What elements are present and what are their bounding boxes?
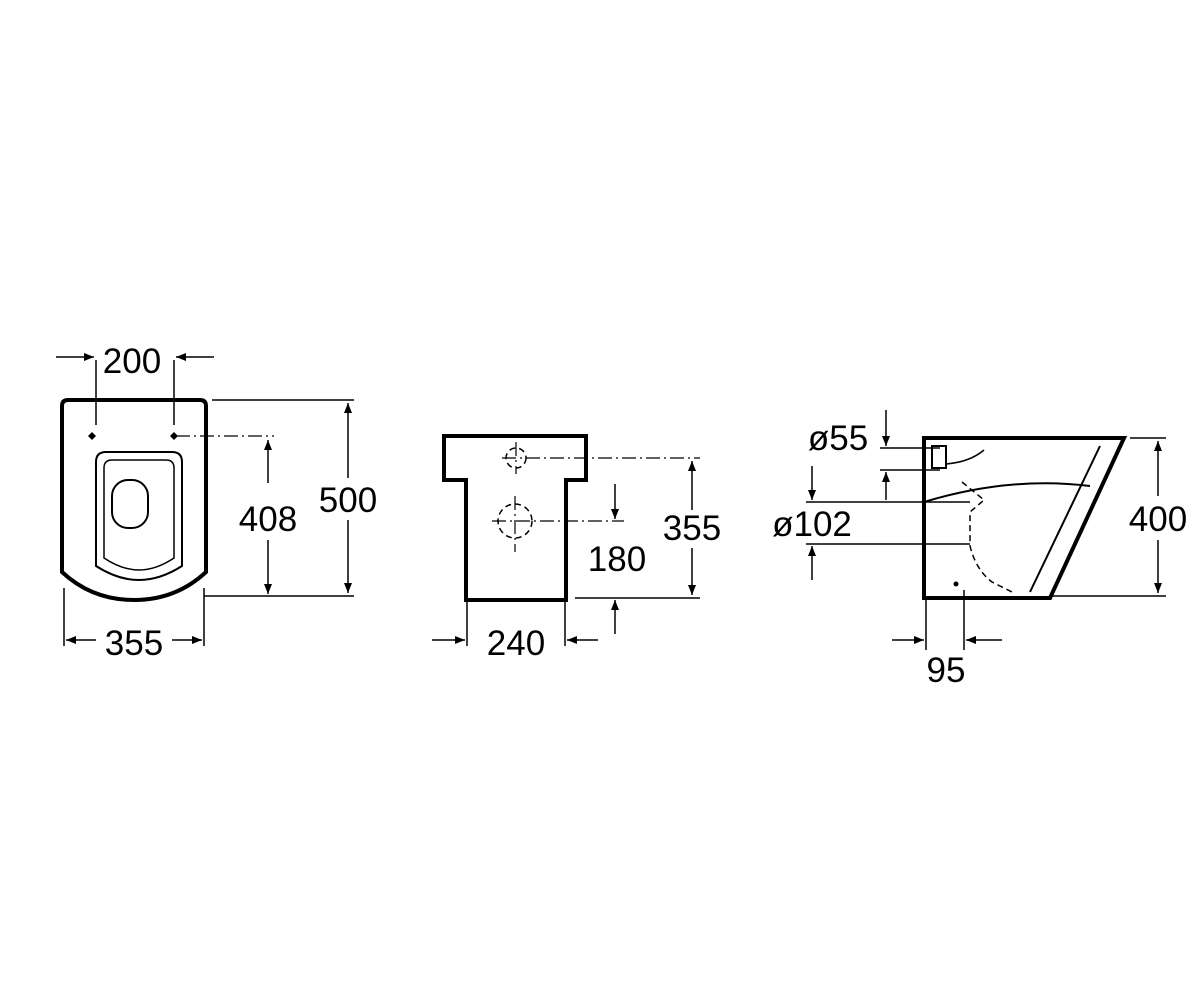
seat-outline [95, 451, 183, 582]
dim-label-95: 95 [927, 651, 966, 690]
trapway-hidden [961, 481, 1013, 593]
rear-view: 180 355 240 [432, 434, 721, 663]
bowl-opening [111, 479, 149, 529]
rear-view-outline [442, 434, 588, 602]
dim-label-240: 240 [487, 624, 545, 663]
dim-label-500: 500 [319, 481, 377, 520]
dim-label-355: 355 [105, 624, 163, 663]
seat-inner-outline [103, 459, 175, 571]
bowl-rim-curve [923, 482, 1091, 503]
top-view: 200 408 500 355 [56, 342, 377, 663]
dim-label-outlet-diameter: ø102 [772, 505, 852, 544]
dim-label-400: 400 [1129, 500, 1187, 539]
inlet-spigot [931, 445, 947, 469]
dim-label-180: 180 [588, 540, 646, 579]
fixing-hole-left [88, 432, 96, 440]
inlet-curve [945, 449, 985, 465]
fixing-point [953, 581, 959, 587]
side-view: ø55 ø102 400 95 [772, 410, 1187, 690]
top-view-outline [60, 398, 208, 603]
fixing-hole-right [170, 432, 178, 440]
side-view-outline [922, 436, 1128, 600]
inner-bowl-line [1029, 445, 1101, 593]
dim-label-408: 408 [239, 500, 297, 539]
dim-label-inlet-diameter: ø55 [808, 419, 868, 458]
dim-label-355-height: 355 [663, 509, 721, 548]
dim-label-200: 200 [103, 342, 161, 381]
